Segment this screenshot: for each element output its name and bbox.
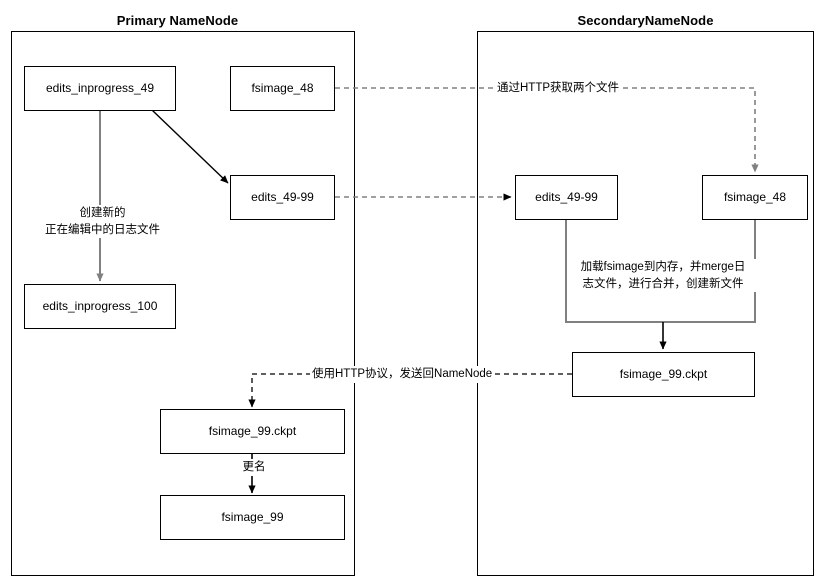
node-fsimage-48-secondary[interactable]: fsimage_48	[702, 175, 808, 220]
label-fetch-two-files: 通过HTTP获取两个文件	[495, 80, 622, 97]
label-send-back-namenode: 使用HTTP协议，发送回NameNode	[310, 366, 495, 383]
node-fsimage-99-ckpt-primary[interactable]: fsimage_99.ckpt	[160, 409, 345, 454]
node-edits-49-99-secondary[interactable]: edits_49-99	[515, 175, 618, 220]
label-create-new-inprogress: 创建新的 正在编辑中的日志文件	[28, 205, 177, 239]
label-rename: 更名	[229, 459, 279, 476]
node-edits-49-99-primary[interactable]: edits_49-99	[230, 175, 335, 220]
node-fsimage-48-primary[interactable]: fsimage_48	[230, 66, 335, 111]
node-edits-inprogress-49[interactable]: edits_inprogress_49	[24, 66, 176, 111]
node-fsimage-99-primary[interactable]: fsimage_99	[160, 495, 345, 540]
secondary-namenode-container	[477, 31, 814, 576]
primary-namenode-title: Primary NameNode	[116, 13, 239, 28]
primary-namenode-container	[11, 31, 355, 576]
secondary-namenode-title: SecondaryNameNode	[577, 13, 714, 28]
label-merge-note: 加载fsimage到内存，并merge日 志文件，进行合并，创建新文件	[570, 259, 756, 293]
node-fsimage-99-ckpt-secondary[interactable]: fsimage_99.ckpt	[572, 352, 755, 397]
node-edits-inprogress-100[interactable]: edits_inprogress_100	[24, 284, 176, 329]
